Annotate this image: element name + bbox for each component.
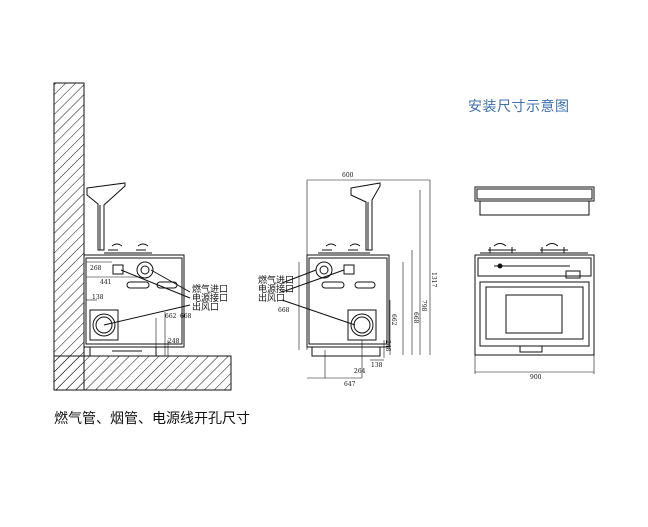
dim-mid-647: 647: [344, 381, 356, 388]
dim-left-668: 668: [180, 313, 192, 320]
gas-inlet-circle: [136, 261, 154, 279]
label-air-outlet: 出风口: [192, 301, 219, 313]
left-view-dimension-labels: 268 441 138 662 668 248: [90, 265, 192, 345]
dim-mid-662: 662: [390, 314, 397, 326]
front-view-dimension: [474, 355, 595, 374]
dim-left-441: 441: [100, 279, 111, 286]
range-hood: [86, 182, 126, 251]
middle-view-dimension-labels: 600 1317 798 668 662 248 668 138 264 647: [278, 172, 437, 388]
dim-left-268: 268: [90, 265, 102, 272]
dim-left-248: 248: [168, 338, 180, 345]
air-outlet-box: [89, 309, 119, 341]
left-view-labels: 燃气进口 电源接口 出风口: [192, 283, 228, 313]
power-socket: [112, 264, 124, 275]
power-socket: [343, 264, 355, 275]
oven-door: [479, 281, 590, 347]
front-burners: [480, 243, 588, 254]
label-power-inlet: 电源接口: [192, 292, 228, 304]
dim-mid-248: 248: [384, 340, 391, 352]
dim-mid-1317: 1317: [430, 272, 437, 287]
middle-view-labels: 燃气进口 电源接口 出风口: [258, 274, 294, 304]
burner-top: [104, 243, 152, 254]
dim-mid-600: 600: [342, 172, 354, 179]
label-gas-inlet: 燃气进口: [192, 283, 228, 295]
oven-window: [505, 294, 563, 334]
diagram-caption: 燃气管、烟管、电源线开孔尺寸: [54, 411, 250, 427]
dim-mid-668b: 668: [278, 307, 290, 314]
label-power-inlet: 电源接口: [258, 283, 294, 295]
floor-hatch: [53, 355, 232, 391]
label-gas-inlet: 燃气进口: [258, 274, 294, 286]
dim-left-662: 662: [165, 313, 177, 320]
burner-top: [318, 243, 370, 254]
label-air-outlet: 出风口: [258, 292, 285, 304]
middle-side-view: [281, 179, 431, 379]
dim-mid-264: 264: [354, 368, 366, 375]
dim-mid-798: 798: [420, 300, 427, 312]
dim-left-138: 138: [92, 294, 104, 301]
front-view: [474, 186, 595, 356]
diagram-title: 安装尺寸示意图: [468, 99, 570, 115]
wall-hatch: [53, 82, 85, 391]
dim-front-900: 900: [530, 374, 542, 381]
left-side-view: [53, 82, 232, 391]
front-cabinet: [474, 254, 595, 356]
dim-mid-138: 138: [371, 362, 383, 369]
dim-mid-668: 668: [412, 312, 419, 324]
range-hood: [350, 182, 381, 251]
